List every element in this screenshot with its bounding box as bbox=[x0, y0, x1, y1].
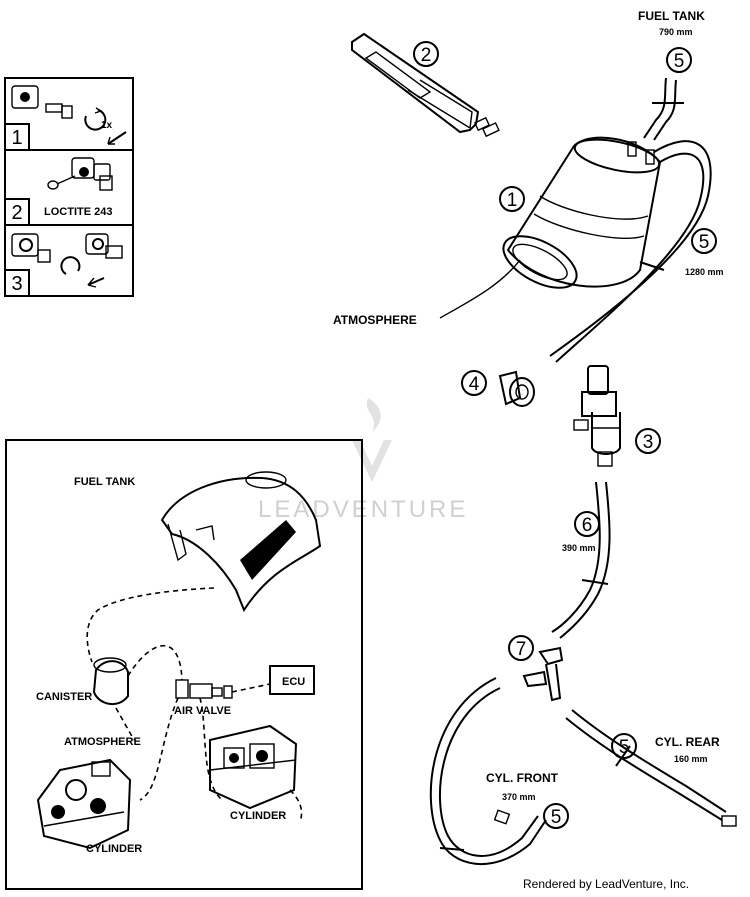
clip-part: 4 bbox=[461, 370, 535, 407]
callout-5-fuel-tank: 5 bbox=[674, 51, 685, 72]
valve-part: 3 bbox=[573, 365, 661, 467]
step-1-number: 1 bbox=[11, 127, 22, 149]
rear-hose: 5 CYL. REAR 160 mm bbox=[565, 709, 737, 827]
fuel-tank-label: FUEL TANK bbox=[638, 9, 705, 23]
hose-390: 6 390 mm bbox=[551, 481, 611, 639]
schematic-ecu-box bbox=[269, 665, 315, 695]
step-panel: 1 2 3 1x LOCTITE 243 bbox=[4, 77, 134, 297]
schematic-air-valve bbox=[175, 679, 233, 699]
loctite-label: LOCTITE 243 bbox=[44, 206, 112, 218]
callout-5-rear: 5 bbox=[619, 737, 630, 758]
schematic-cylinder-right-label: CYLINDER bbox=[230, 810, 286, 822]
front-hose: 5 CYL. FRONT 370 mm bbox=[429, 677, 569, 866]
tee-part: 7 bbox=[508, 635, 564, 702]
schematic-engine-left bbox=[36, 758, 132, 850]
long-hose: 5 1280 mm bbox=[549, 140, 724, 363]
line-canister-to-valve bbox=[127, 644, 183, 681]
callout-5-long-hose: 5 bbox=[699, 232, 710, 253]
hose-390-length: 390 mm bbox=[562, 543, 596, 553]
line-cyl-right-return bbox=[289, 789, 303, 823]
canister-part: 1 bbox=[499, 136, 662, 289]
cyl-rear-label: CYL. REAR bbox=[655, 735, 720, 749]
line-tank-to-canister bbox=[86, 587, 215, 663]
cyl-front-label: CYL. FRONT bbox=[486, 771, 559, 785]
callout-2: 2 bbox=[421, 45, 432, 66]
line-valve-to-cyl-left bbox=[139, 697, 179, 801]
schematic-engine-right bbox=[209, 724, 298, 810]
schematic-cylinder-left-label: CYLINDER bbox=[86, 843, 142, 855]
torque-label: 1x bbox=[101, 120, 113, 131]
step-2-illustration: LOCTITE 243 bbox=[44, 157, 113, 218]
step-3-illustration bbox=[11, 233, 123, 288]
schematic-ecu-label: ECU bbox=[282, 676, 305, 688]
watermark-text: LEADVENTURE bbox=[258, 496, 468, 523]
line-canister-to-atmosphere bbox=[115, 707, 135, 741]
cyl-front-length: 370 mm bbox=[502, 792, 536, 802]
step-2-number: 2 bbox=[11, 202, 22, 224]
line-valve-to-cyl-right bbox=[199, 697, 223, 801]
cyl-rear-length: 160 mm bbox=[674, 754, 708, 764]
callout-5-front: 5 bbox=[551, 807, 562, 828]
atmosphere-label: ATMOSPHERE bbox=[333, 313, 417, 327]
fuel-tank-hose-length: 790 mm bbox=[659, 27, 693, 37]
line-valve-to-ecu bbox=[231, 683, 271, 693]
schematic-canister-label: CANISTER bbox=[36, 691, 92, 703]
watermark: LEADVENTURE bbox=[258, 398, 468, 523]
step-3-number: 3 bbox=[11, 273, 22, 295]
schematic-fuel-tank bbox=[160, 471, 322, 613]
schematic-atmosphere-label: ATMOSPHERE bbox=[64, 736, 141, 748]
render-credit: Rendered by LeadVenture, Inc. bbox=[523, 877, 690, 891]
bracket-part: 2 bbox=[351, 32, 500, 138]
schematic-canister bbox=[92, 657, 129, 706]
fuel-tank-hose: FUEL TANK 790 mm 5 bbox=[638, 9, 705, 141]
callout-4: 4 bbox=[469, 374, 480, 395]
callout-6: 6 bbox=[582, 515, 593, 536]
long-hose-length: 1280 mm bbox=[685, 267, 724, 277]
callout-1: 1 bbox=[507, 190, 518, 211]
schematic-fuel-tank-label: FUEL TANK bbox=[74, 476, 135, 488]
atmosphere-callout: ATMOSPHERE bbox=[333, 259, 521, 327]
step-1-illustration: 1x bbox=[11, 85, 127, 145]
schematic-panel: FUEL TANK CANISTER AIR VALVE ECU ATMOSPH… bbox=[5, 439, 363, 890]
callout-3: 3 bbox=[643, 432, 654, 453]
callout-7: 7 bbox=[516, 639, 527, 660]
